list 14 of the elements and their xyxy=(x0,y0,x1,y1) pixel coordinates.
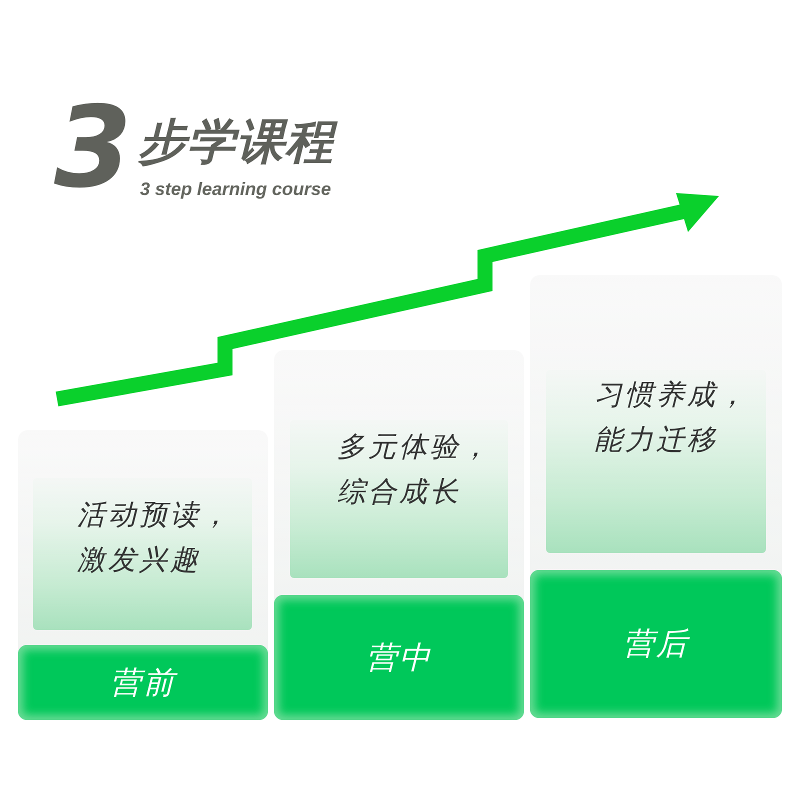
card-text: 习惯养成，能力迁移 xyxy=(594,377,750,458)
stage-name: 营后 xyxy=(623,625,689,664)
stage-name: 营中 xyxy=(366,638,432,678)
stage-bar xyxy=(274,595,524,720)
stage-name: 营前 xyxy=(110,664,176,702)
stage-bar xyxy=(18,645,268,720)
stage-bar xyxy=(530,570,782,718)
title-numeral: 3 xyxy=(54,92,132,204)
card-text: 多元体验，综合成长 xyxy=(337,429,493,510)
card-text: 活动预读，激发兴趣 xyxy=(77,497,233,578)
text-card xyxy=(290,420,508,578)
subtitle: 3 step learning course xyxy=(140,178,332,201)
text-card xyxy=(546,370,766,553)
text-card xyxy=(33,478,252,630)
